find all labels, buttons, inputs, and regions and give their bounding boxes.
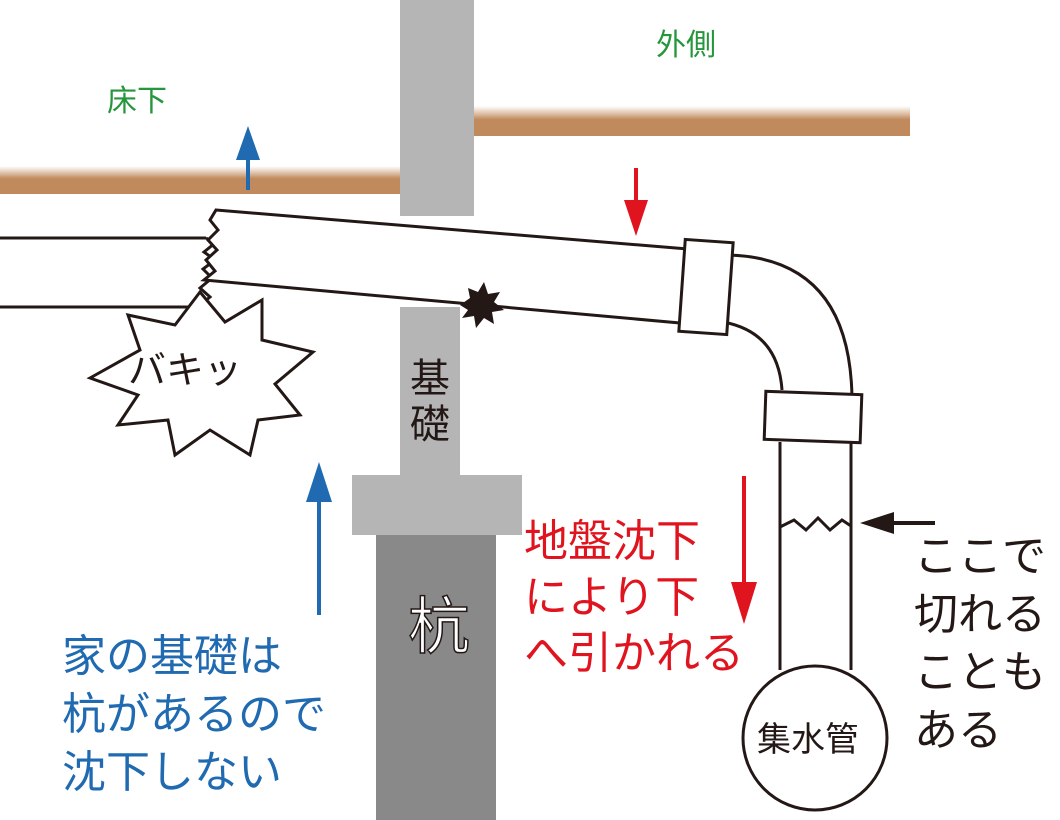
collection-pipe-circle <box>741 664 889 812</box>
arrow-down-icon <box>731 476 757 624</box>
pile-label: 杭 <box>407 589 471 664</box>
foundation-wall-upper <box>400 0 474 216</box>
burst-icon <box>86 289 317 458</box>
break-note: ここで 切れる こともある <box>914 531 1046 756</box>
foundation-footing <box>352 475 522 535</box>
pipe-elbow <box>722 253 854 399</box>
arrow-down-icon <box>624 168 648 236</box>
foundation-wall-lower <box>400 307 460 477</box>
snap-label: バキッ <box>128 348 243 392</box>
pipe-vertical <box>778 442 853 670</box>
ground-line-right <box>473 106 910 136</box>
outside-label: 外側 <box>656 28 716 63</box>
ground-line-left <box>0 166 400 194</box>
under-floor-label: 床下 <box>107 84 167 119</box>
pipe-coupler-lower <box>762 389 864 445</box>
pipe-stub-left <box>0 236 218 309</box>
arrow-left-icon <box>860 512 935 534</box>
pile <box>376 535 496 820</box>
collection-pipe-label: 集水管 <box>757 720 859 760</box>
pipe-coupler-upper <box>677 237 735 337</box>
pipe-tilted <box>200 208 690 325</box>
foundation-label: 基礎 <box>410 356 450 448</box>
subsidence-note: 地盤沈下 により下 へ引かれる <box>524 516 744 679</box>
house-note: 家の基礎は 杭があるので 沈下しない <box>62 631 326 798</box>
contact-burst-icon <box>460 282 504 328</box>
arrow-up-icon <box>236 126 260 190</box>
arrow-up-icon <box>306 462 332 615</box>
